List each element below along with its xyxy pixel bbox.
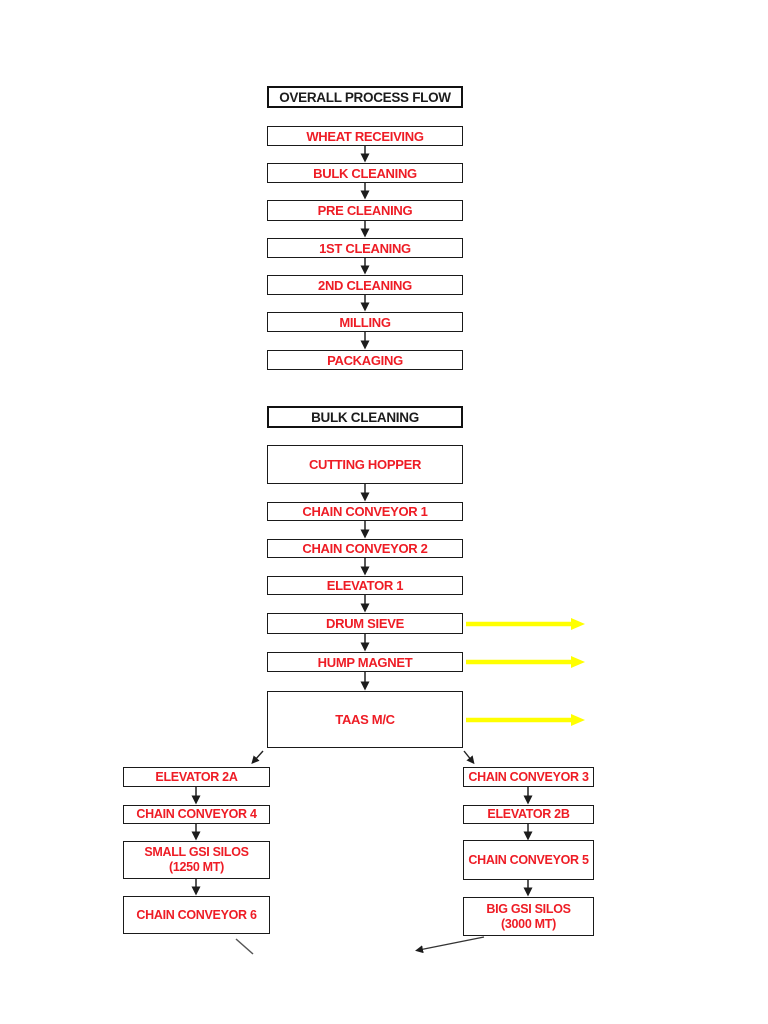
flow-node-label-line2: (1250 MT) <box>169 860 224 874</box>
flow-node-small-gsi-silos: SMALL GSI SILOS (1250 MT) <box>123 841 270 879</box>
yellow-output-arrows <box>466 618 585 726</box>
big-gsi-silos-outflow-arrow <box>415 936 485 954</box>
flow-node-hump-magnet: HUMP MAGNET <box>267 652 463 672</box>
flow-node-1st-cleaning: 1ST CLEANING <box>267 238 463 258</box>
flow-node-pre-cleaning: PRE CLEANING <box>267 200 463 221</box>
flow-node-chain-conveyor-4: CHAIN CONVEYOR 4 <box>123 805 270 824</box>
flow-node-bulk-cleaning: BULK CLEANING <box>267 163 463 183</box>
flow-node-milling: MILLING <box>267 312 463 332</box>
flow-node-big-gsi-silos: BIG GSI SILOS (3000 MT) <box>463 897 594 936</box>
flow-node-2nd-cleaning: 2ND CLEANING <box>267 275 463 295</box>
flow-node-elevator-2b: ELEVATOR 2B <box>463 805 594 824</box>
flow-node-chain-conveyor-5: CHAIN CONVEYOR 5 <box>463 840 594 880</box>
taas-split-arrows <box>251 750 475 765</box>
flow-node-wheat-receiving: WHEAT RECEIVING <box>267 126 463 146</box>
flow-node-packaging: PACKAGING <box>267 350 463 370</box>
flow-node-label-line1: SMALL GSI SILOS <box>144 845 249 859</box>
section-title-overall-process-flow: OVERALL PROCESS FLOW <box>267 86 463 108</box>
section-title-bulk-cleaning: BULK CLEANING <box>267 406 463 428</box>
flow-node-cutting-hopper: CUTTING HOPPER <box>267 445 463 484</box>
flow-node-chain-conveyor-3: CHAIN CONVEYOR 3 <box>463 767 594 787</box>
flow-node-elevator-2a: ELEVATOR 2A <box>123 767 270 787</box>
chain-conveyor-6-outflow-line <box>235 938 254 955</box>
flow-node-label-line1: BIG GSI SILOS <box>486 901 571 916</box>
flow-node-label-line2: (3000 MT) <box>501 916 556 931</box>
flow-node-chain-conveyor-1: CHAIN CONVEYOR 1 <box>267 502 463 521</box>
flow-node-elevator-1: ELEVATOR 1 <box>267 576 463 595</box>
flow-node-chain-conveyor-6: CHAIN CONVEYOR 6 <box>123 896 270 934</box>
flow-node-taas-mc: TAAS M/C <box>267 691 463 748</box>
flow-node-chain-conveyor-2: CHAIN CONVEYOR 2 <box>267 539 463 558</box>
flow-node-drum-sieve: DRUM SIEVE <box>267 613 463 634</box>
